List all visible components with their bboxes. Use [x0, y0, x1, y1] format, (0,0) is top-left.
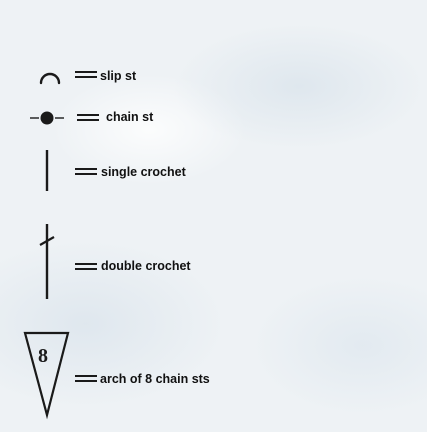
legend-label-arch: arch of 8 chain sts	[100, 372, 210, 386]
equals-sign-icon	[75, 375, 97, 382]
arch-triangle-icon	[23, 331, 70, 420]
chain-dot-icon	[30, 111, 64, 125]
equals-sign-icon	[75, 263, 97, 270]
legend-label-slip-st: slip st	[100, 69, 137, 83]
arch-number: 8	[38, 345, 48, 367]
legend-label-chain-st: chain st	[106, 110, 154, 124]
double-crochet-icon	[39, 224, 55, 299]
slip-stitch-arc-icon	[39, 72, 61, 85]
legend-label-single-crochet: single crochet	[101, 165, 186, 179]
equals-sign-icon	[75, 168, 97, 175]
legend-label-double-crochet: double crochet	[101, 259, 191, 273]
single-crochet-icon	[45, 150, 49, 191]
equals-sign-icon	[75, 71, 97, 78]
equals-sign-icon	[77, 114, 99, 121]
